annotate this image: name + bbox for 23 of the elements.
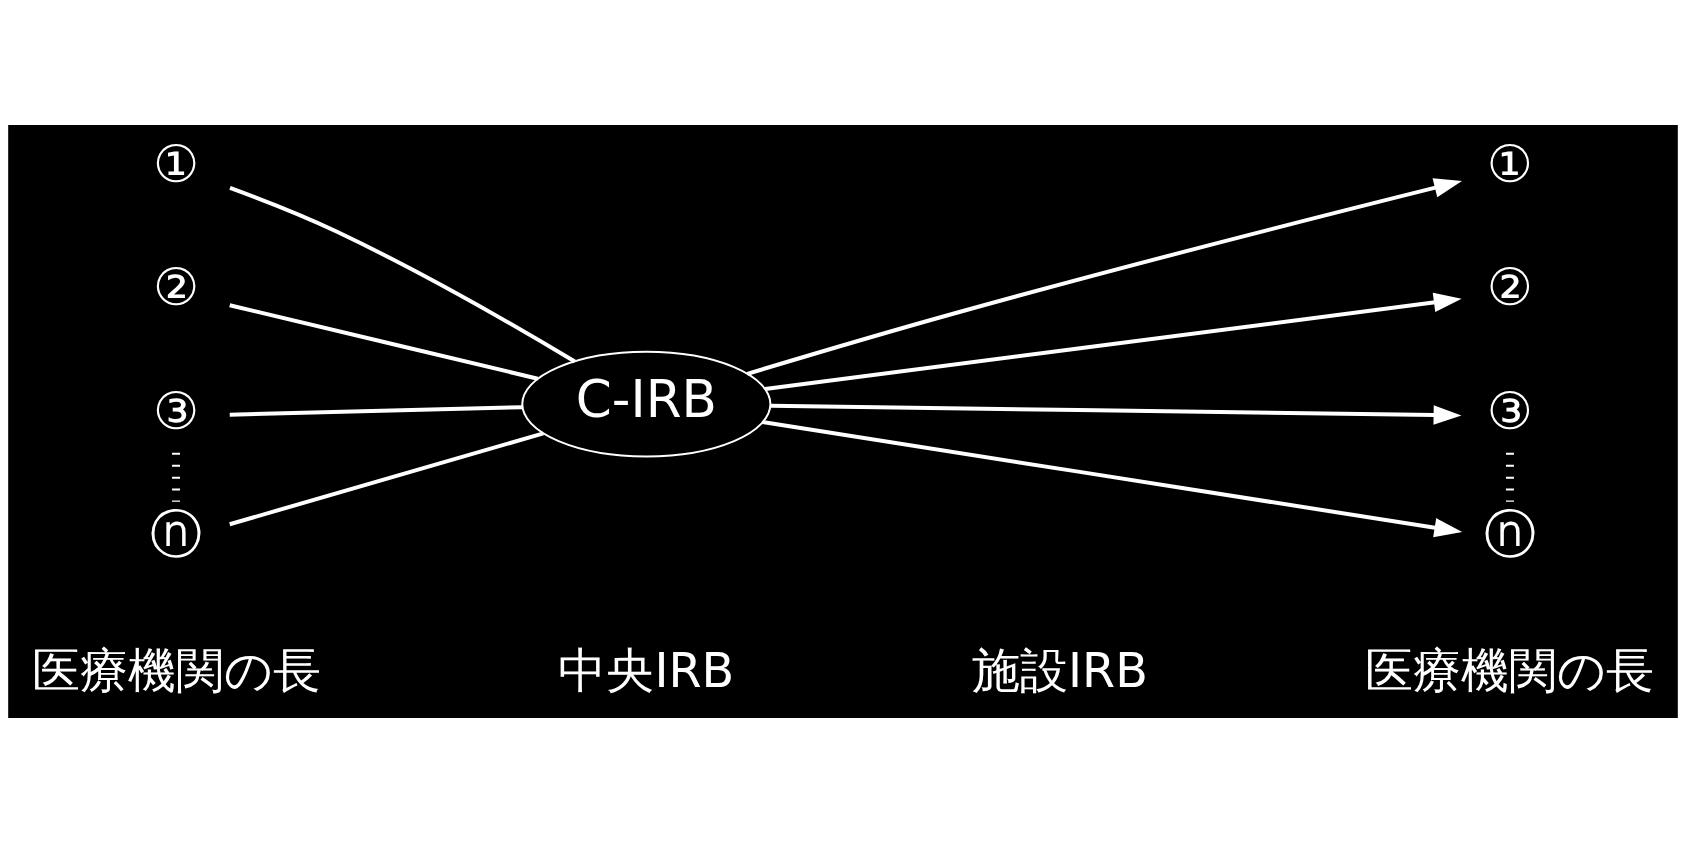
connector bbox=[172, 452, 181, 502]
connector bbox=[1505, 452, 1514, 502]
connector bbox=[229, 431, 544, 527]
arrow bbox=[764, 292, 1462, 391]
node-text: ③ bbox=[152, 380, 200, 441]
node-text: ⓝ bbox=[1483, 503, 1536, 564]
arrow bbox=[762, 420, 1463, 538]
node-text: ① bbox=[152, 134, 200, 195]
label: 施設IRB bbox=[972, 642, 1148, 698]
node-ellipse: C-IRB bbox=[521, 350, 772, 458]
node-text: ⓝ bbox=[150, 503, 203, 564]
connector bbox=[229, 303, 539, 381]
node-text: ② bbox=[152, 257, 200, 318]
arrow bbox=[746, 178, 1462, 376]
arrow bbox=[770, 403, 1462, 425]
connector bbox=[229, 405, 523, 417]
label: 医療機関の長 bbox=[1365, 642, 1655, 698]
node-text: ③ bbox=[1486, 380, 1534, 441]
node-text: ① bbox=[1486, 134, 1534, 195]
connector bbox=[229, 186, 576, 364]
label: 医療機関の長 bbox=[31, 642, 321, 698]
label: 中央IRB bbox=[558, 642, 735, 698]
node-text: ② bbox=[1486, 257, 1534, 318]
